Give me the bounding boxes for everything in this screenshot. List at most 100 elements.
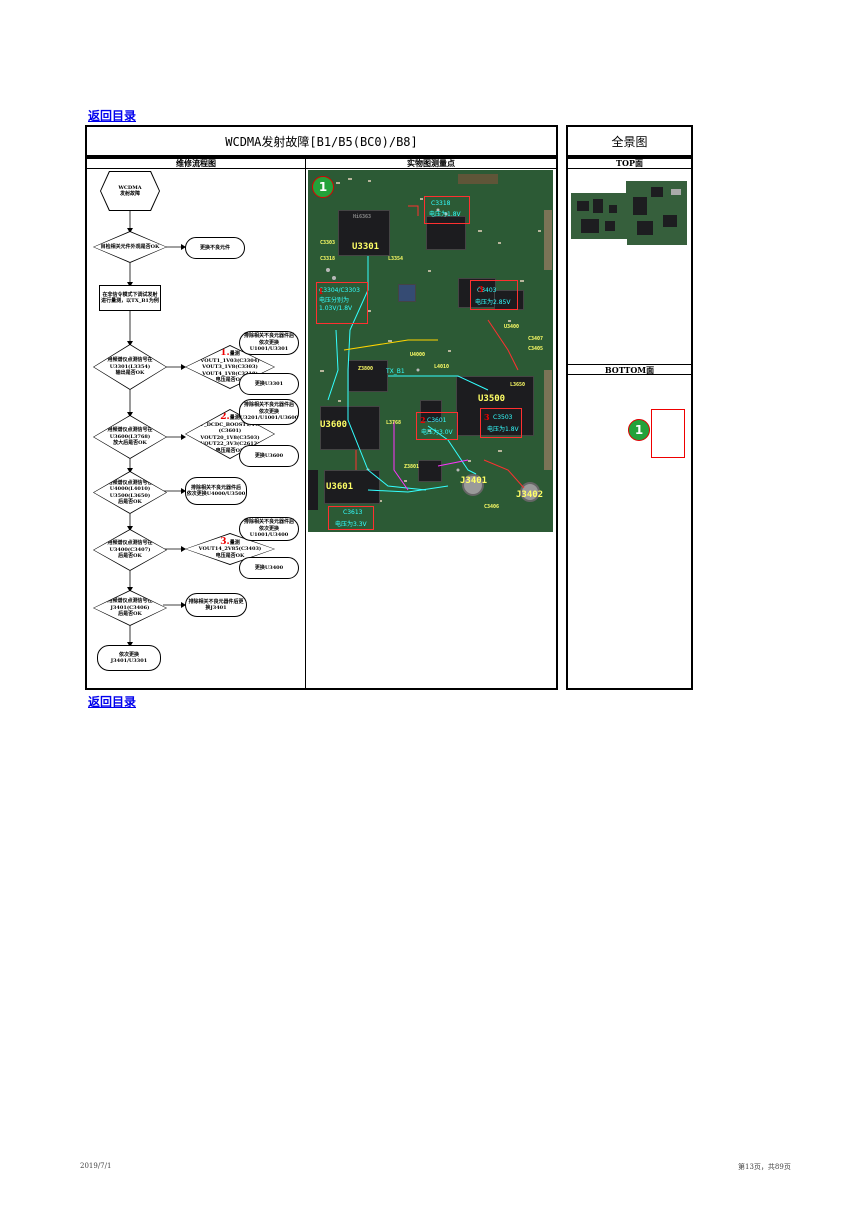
- flow-end: 依次更换 J3401/U3301: [97, 645, 161, 671]
- measure-c3601-label: C3601: [427, 417, 447, 424]
- overview-title: 全景图: [611, 135, 648, 149]
- flow-q3b-no: 更换U3600: [239, 445, 299, 467]
- chip-u3600: [320, 406, 380, 450]
- label-u3600: U3600: [320, 420, 348, 430]
- label-l4010: L4010: [434, 364, 450, 370]
- flow-step2-setup: 在非信令模式下调试发射 进行量测，以TX_B1为例: [99, 285, 161, 311]
- label-c3407: C3407: [528, 336, 544, 342]
- label-j3401: J3401: [460, 476, 488, 486]
- bottom-side-header: BOTTOM面: [604, 365, 655, 375]
- flow-a6-replace: 排除相关不良元器件后更 换J3401: [185, 593, 247, 617]
- label-l3768: L3768: [386, 420, 402, 426]
- flow-q2b-yes-text: 排除相关不良元器件后 依次更换U1001/U3301: [243, 333, 294, 353]
- measure-c3403: C3403 电压为2.85V: [470, 280, 518, 310]
- flow-a6-text: 排除相关不良元器件后更 换J3401: [188, 598, 244, 612]
- photo-column-header: 实物图测量点: [407, 158, 455, 168]
- label-c3406: C3406: [484, 504, 500, 510]
- bottom-marker-badge: 1: [628, 419, 650, 441]
- flow-q3b-text: RF_DCDC_BOOST1/TOR (C3601) VOUT20_1V8(C3…: [196, 421, 264, 454]
- flow-step2-text: 在非信令模式下调试发射 进行量测，以TX_B1为例: [101, 291, 159, 305]
- measure-c3601-value: 电压为3.0V: [421, 429, 453, 436]
- flow-connectors: [127, 211, 255, 647]
- flow-q5b-text: VOUT14_2V85(C3403) 电压是否OK: [198, 546, 262, 559]
- label-z3800: Z3800: [358, 366, 374, 372]
- label-c3405: C3405: [528, 346, 544, 352]
- flow-q5b-yes-text: 排除相关不良元器件后 依次更换U1001/U3400: [243, 519, 294, 539]
- measure-c3613-label: C3613: [343, 509, 363, 516]
- flow-q2b-yes: 排除相关不良元器件后 依次更换U1001/U3301: [239, 331, 299, 355]
- measure-c3503: C3503 电压为1.8V: [480, 408, 522, 438]
- flow-q2b-no: 更换U3301: [239, 373, 299, 395]
- flow-a1-replace: 更换不良元件: [185, 237, 245, 259]
- flow-q2b-number: 1.: [220, 348, 230, 359]
- signal-path: [327, 205, 525, 493]
- flow-q5b-no-text: 更换U3400: [254, 564, 284, 571]
- flow-q5b-title: 量测: [229, 539, 240, 546]
- measure-c3304-value: 电压分别为 1.03V/1.8V: [319, 297, 353, 312]
- label-l3354: L3354: [388, 256, 404, 262]
- measure-c3601: C3601 电压为3.0V: [416, 412, 458, 440]
- label-u3400: U3400: [504, 324, 520, 330]
- flow-q2b-title: 量测: [229, 351, 240, 358]
- label-l3650: L3650: [510, 382, 526, 388]
- label-z3801: Z3801: [404, 464, 420, 470]
- flow-a4-replace: 排除相关不良元器件后 依次更换U4000/U3500: [185, 477, 247, 505]
- chip-blue: [398, 284, 416, 302]
- label-tx-b1: TX_B1: [386, 368, 405, 375]
- flow-start: WCDMA 发射故障: [100, 171, 160, 211]
- flow-column-header: 维修流程图: [176, 158, 216, 168]
- flow-q3b-title: 量测: [229, 415, 240, 421]
- flow-q5b-yes: 排除相关不良元器件后 依次更换U1001/U3400: [239, 517, 299, 541]
- measure-c3613: C3613 电压为3.3V: [328, 506, 374, 530]
- chip-u3601: [324, 470, 380, 504]
- flow-q2b-text: VOUT1_1V03(C3304) VOUT3_1V8(C3303) VOUT4…: [200, 357, 260, 384]
- footer-date: 2019/7/1: [80, 1162, 112, 1170]
- pcb-photo: Hi6363 1 U3301 C330: [308, 170, 553, 532]
- chip-u3301-marking: Hi6363: [353, 214, 372, 220]
- connector-j3402: [520, 482, 540, 502]
- measure-c3503-label: C3503: [493, 414, 513, 421]
- label-u3500: U3500: [478, 394, 506, 404]
- chip-pmu: [426, 216, 466, 250]
- back-to-toc-link-bottom[interactable]: 返回目录: [88, 695, 137, 709]
- measure-c3403-label: C3403: [477, 287, 497, 294]
- flow-q3b-yes: 排除相关不良元器件后 依次更换 U3201/U1001/U3600: [239, 399, 299, 425]
- flow-q3b-no-text: 更换U3600: [254, 452, 284, 459]
- repair-flowchart: WCDMA 发射故障 目检相关元件外观是否OK 更换不良元件 在非信令模式下调试…: [87, 169, 304, 689]
- footer-page-number: 第13页，共89页: [738, 1163, 791, 1171]
- flow-q2b-no-text: 更换U3301: [254, 380, 284, 387]
- flow-q5b-no: 更换U3400: [239, 557, 299, 579]
- measure-c3318-value: 电压为1.8V: [429, 211, 461, 218]
- flow-q5b-number: 3.: [220, 536, 230, 547]
- measure-number-1: 1: [318, 286, 324, 296]
- top-side-thumbnail: [571, 181, 687, 248]
- overview-title-cell: 全景图: [566, 125, 693, 157]
- photo-point-badge: 1: [312, 176, 334, 198]
- measure-c3403-value: 电压为2.85V: [475, 299, 511, 306]
- measure-c3318: C3318 电压为1.8V: [424, 196, 470, 224]
- measure-number-3: 3: [478, 284, 484, 294]
- measure-c3318-label: C3318: [431, 200, 451, 207]
- label-c3303: C3303: [320, 240, 336, 246]
- label-c3318: C3318: [320, 256, 336, 262]
- main-table: [85, 157, 558, 690]
- measure-number-2: 2: [420, 415, 426, 425]
- back-to-toc-link-top[interactable]: 返回目录: [88, 109, 137, 123]
- chip-small: [420, 400, 442, 422]
- measure-c3304-label: C3304/C3303: [319, 287, 360, 294]
- flow-start-text: WCDMA 发射故障: [101, 172, 159, 210]
- flow-q3b-yes-text: 排除相关不良元器件后 依次更换 U3201/U1001/U3600: [239, 402, 299, 422]
- flow-a4-text: 排除相关不良元器件后 依次更换U4000/U3500: [186, 484, 246, 498]
- top-side-header: TOP面: [616, 158, 643, 168]
- chip-z3801: [418, 460, 442, 482]
- bottom-marker-box: [651, 409, 685, 458]
- page-title: WCDMA发射故障[B1/B5(BC0)/B8]: [225, 135, 418, 149]
- chip-u3301: Hi6363: [338, 210, 390, 256]
- connector-j3401: [462, 474, 484, 496]
- title-cell: WCDMA发射故障[B1/B5(BC0)/B8]: [85, 125, 558, 157]
- measure-c3304: C3304/C3303 电压分别为 1.03V/1.8V: [316, 282, 368, 324]
- measure-c3613-value: 电压为3.3V: [335, 521, 367, 528]
- flow-end-text: 依次更换 J3401/U3301: [110, 651, 148, 665]
- label-u3601: U3601: [326, 482, 354, 492]
- chip-z3800: [348, 360, 388, 392]
